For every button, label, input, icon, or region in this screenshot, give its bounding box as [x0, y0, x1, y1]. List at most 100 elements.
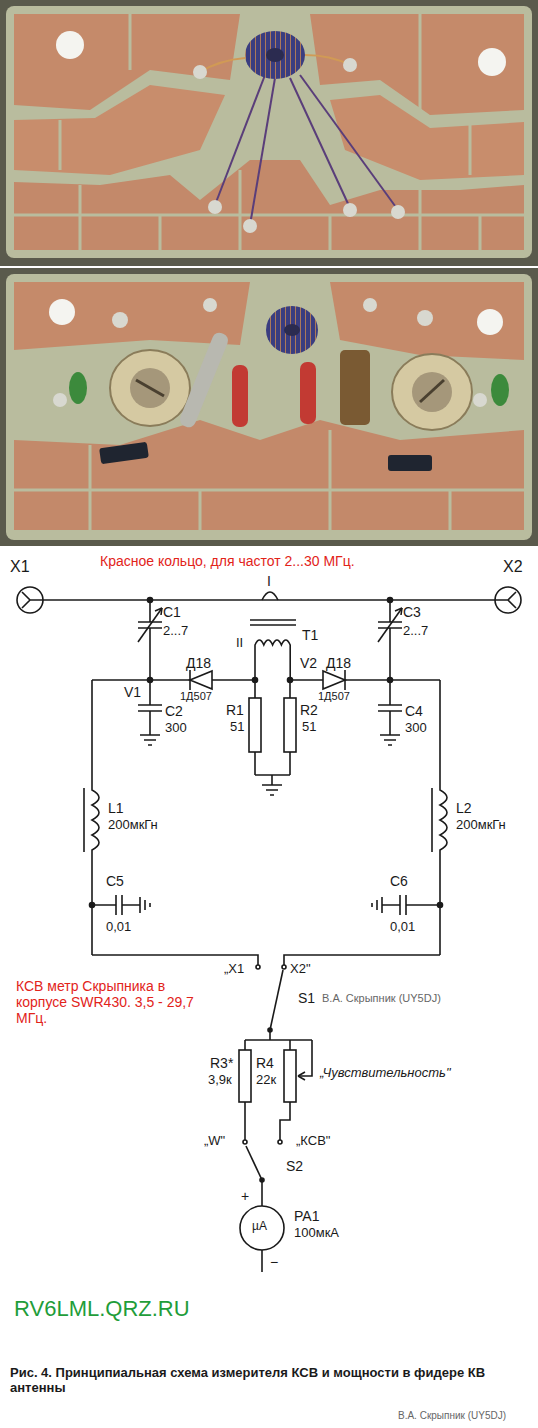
schematic-wiring: [284, 1050, 296, 1102]
pcb-photo-assembled: [449, 490, 452, 530]
pcb-photo-bare: [479, 215, 482, 250]
schematic-wiring: [378, 600, 402, 680]
pcb-photo-assembled: [112, 312, 128, 328]
schematic-wiring: [90, 903, 95, 908]
pcb-photo-bare: [14, 160, 524, 250]
pcb-photo-assembled: [477, 309, 503, 335]
pcb-photo-bare: [343, 58, 357, 72]
part-label: 200мкГн: [456, 818, 506, 833]
part-label: C3: [403, 604, 421, 620]
pcb-photo-assembled: [284, 324, 300, 336]
part-label: КСВ метр Скрыпника в корпусе SWR430. 3,5…: [16, 978, 201, 1026]
schematic-wiring: [372, 895, 440, 915]
part-label: „КСВ": [296, 1134, 330, 1149]
schematic-wiring: [249, 698, 261, 752]
schematic-wiring: [495, 587, 521, 613]
pcb-photo-bare: [200, 58, 245, 72]
pcb-photo-assembled: [53, 393, 67, 407]
figure-caption: Рис. 4. Принципиальная схема измерителя …: [10, 1366, 528, 1396]
pcb-photo-bare: [343, 203, 357, 217]
schematic-wiring: [92, 680, 99, 955]
pcb-photo-assembled: [0, 268, 538, 546]
pcb-photo-bare: [478, 48, 506, 76]
schematic-wiring: [284, 698, 296, 752]
pcb-photo-bare: [329, 215, 332, 250]
microammeter: [240, 1206, 284, 1272]
schematic-wiring: [395, 608, 402, 615]
pcb-photo-bare: [239, 170, 242, 250]
pcb-photo-assembled: [340, 350, 370, 425]
part-label: X2: [503, 558, 523, 576]
pcb-photo-bare: [419, 14, 422, 110]
part-label: C6: [390, 873, 408, 889]
part-label: 1Д507: [318, 690, 350, 703]
part-label: L1: [108, 800, 124, 816]
part-label: 22к: [256, 1073, 276, 1088]
schematic-wiring: [388, 678, 393, 683]
part-label: X1: [10, 558, 30, 576]
part-label: Д18: [326, 655, 351, 671]
pcb-photo-assembled: [203, 298, 217, 312]
schematic-wiring: [246, 1146, 262, 1180]
schematic-wiring: [323, 671, 345, 689]
schematic-wiring: [344, 670, 346, 690]
schematic-wiring: [282, 965, 286, 969]
pcb-photo-bare: [6, 6, 532, 258]
pcb-photo-assembled: [110, 350, 190, 426]
part-label: C2: [165, 703, 183, 719]
schematic-wiring: [83, 788, 85, 852]
part-label: R3*: [210, 1055, 233, 1071]
schematic-wiring: [245, 1102, 290, 1140]
schematic-wiring: [298, 1072, 305, 1080]
pcb-photo-assembled: [0, 268, 538, 546]
part-label: C4: [405, 703, 423, 719]
schematic-wiring: [189, 670, 191, 690]
pcb-photo-bare: [215, 75, 398, 225]
schematic-wiring: [262, 592, 278, 600]
pcb-photo-bare: [193, 65, 207, 79]
schematic-wiring: [138, 600, 162, 680]
part-label: V1: [124, 684, 141, 700]
part-label: 300: [165, 721, 187, 736]
schematic-wiring: [239, 1050, 251, 1102]
pcb-photo-assembled: [412, 372, 452, 412]
part-label: 300: [405, 721, 427, 736]
part-label: R4: [256, 1055, 274, 1071]
pcb-photo-bare: [243, 219, 257, 233]
pcb-photo-assembled: [300, 362, 316, 424]
resistor-symbol: [249, 680, 296, 795]
pcb-photo-assembled: [388, 455, 432, 471]
schematic-wiring: [278, 1140, 282, 1144]
capacitor-symbol: [138, 680, 402, 745]
diode-symbol: [190, 670, 345, 690]
pcb-photo-assembled: [266, 306, 318, 354]
coax-connector: [17, 587, 521, 613]
part-label: 0,01: [390, 920, 415, 935]
pcb-photo-assembled: [178, 331, 230, 430]
schematic-wiring: [250, 619, 296, 621]
part-label: C1: [163, 604, 181, 620]
part-label: X2": [290, 962, 311, 977]
pcb-photo-bare: [250, 78, 275, 225]
schematic-wiring: [148, 598, 153, 603]
part-label: R1: [226, 702, 244, 718]
pcb-photo-bare: [391, 205, 405, 219]
schematic-wiring: [138, 680, 162, 745]
bypass-capacitor: [92, 895, 440, 915]
part-label: C5: [106, 873, 124, 889]
part-label: Д18: [186, 655, 211, 671]
pcb-photo-bare: [59, 120, 62, 170]
pcb-photo-bare: [14, 14, 524, 250]
part-label: В.А. Скрыпник (UY5DJ): [322, 992, 441, 1005]
part-label: 2...7: [163, 624, 188, 639]
schematic-wiring: [388, 598, 393, 603]
pcb-photo-assembled: [420, 380, 444, 402]
schematic-wiring: [245, 1040, 312, 1076]
pcb-photo-bare: [129, 14, 132, 70]
schematic-wiring: [243, 1140, 247, 1144]
inductor-symbol: [84, 680, 447, 955]
pcb-photo-assembled: [6, 274, 532, 540]
schematic-wiring: [261, 1180, 263, 1206]
part-label: 51: [302, 720, 316, 735]
